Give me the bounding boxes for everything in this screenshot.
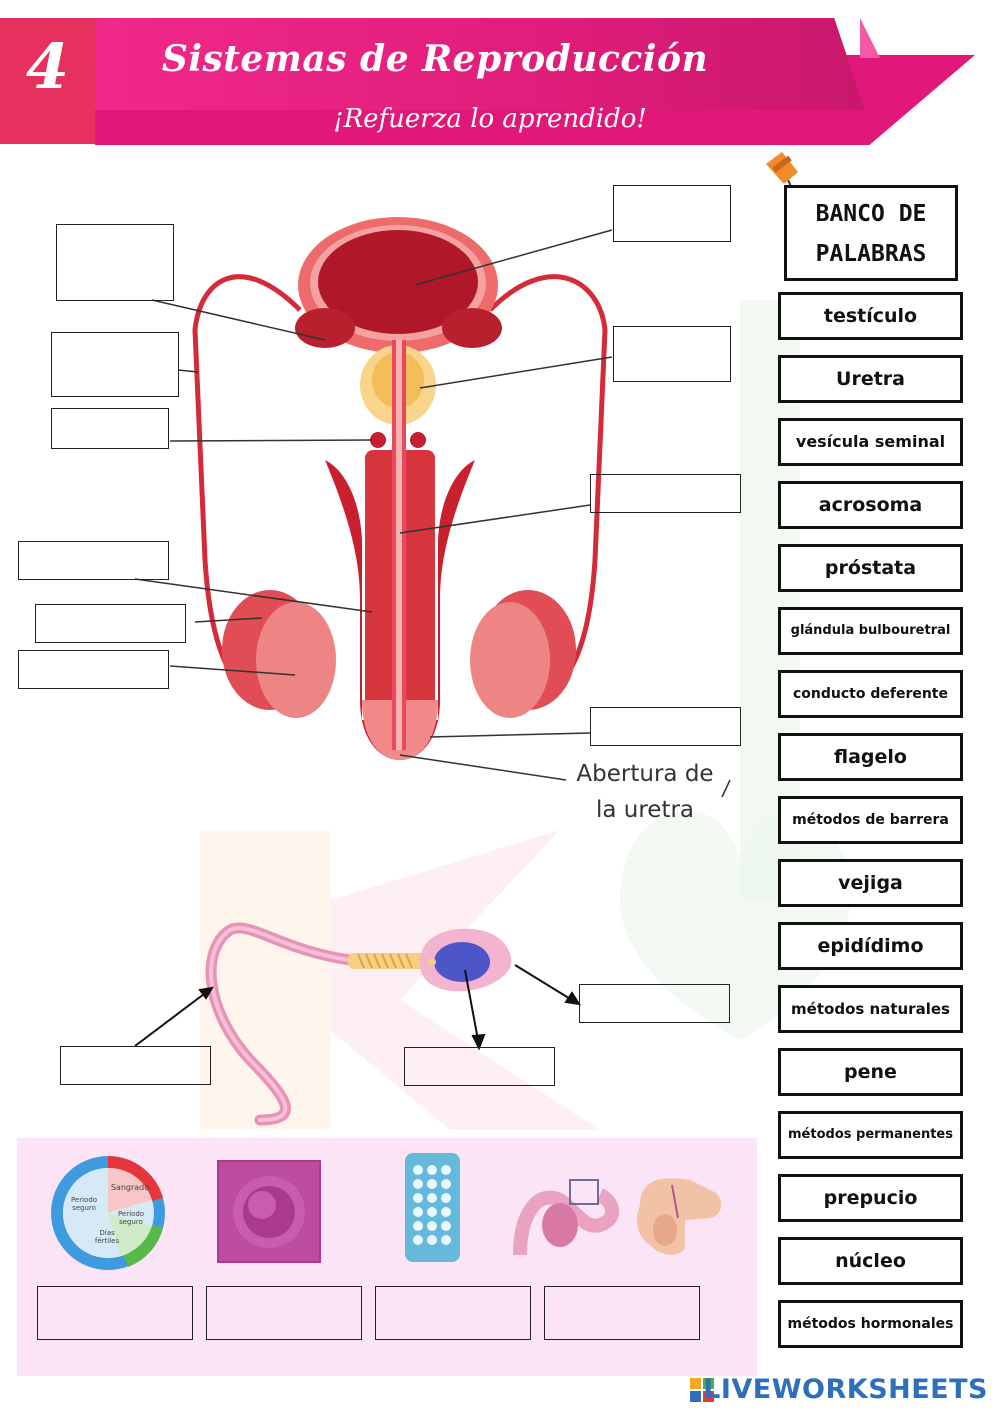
page-title: Sistemas de Reproducción (161, 38, 709, 80)
seminal-vesicle-left (295, 308, 355, 348)
answer-box-testicle[interactable] (18, 650, 169, 689)
answer-box-barrier-methods[interactable] (206, 1286, 362, 1340)
answer-box-hormonal-methods[interactable] (375, 1286, 531, 1340)
pill-pack-image (405, 1153, 460, 1262)
urethra-opening-caption: Abertura de la uretra (560, 756, 730, 828)
bulbourethral-gland-right (410, 432, 426, 448)
calendar-label-periodo-a: Periodo seguro (70, 1196, 98, 1212)
sterilization-female-image (513, 1179, 619, 1256)
word-bank-title-line-2: PALABRAS (815, 241, 927, 267)
word-bank-item[interactable]: vejiga (778, 859, 963, 907)
lesson-number: 4 (25, 30, 70, 103)
bladder-inner (318, 230, 478, 334)
word-bank-item[interactable]: pene (778, 1048, 963, 1096)
caption-line-2: la uretra (595, 797, 695, 823)
word-bank-item[interactable]: Uretra (778, 355, 963, 403)
penis-shaft (325, 460, 475, 760)
answer-box-bladder[interactable] (613, 185, 731, 242)
word-bank-item[interactable]: próstata (778, 544, 963, 592)
condom-image (217, 1160, 321, 1263)
word-bank-item[interactable]: núcleo (778, 1237, 963, 1285)
answer-box-permanent-methods[interactable] (544, 1286, 700, 1340)
answer-box-penis[interactable] (18, 541, 169, 580)
word-bank-item[interactable]: flagelo (778, 733, 963, 781)
word-bank-item[interactable]: conducto deferente (778, 670, 963, 718)
answer-box-bulbourethral[interactable] (51, 408, 169, 449)
word-bank-item[interactable]: métodos permanentes (778, 1111, 963, 1159)
word-bank-item[interactable]: testículo (778, 292, 963, 340)
word-bank-item[interactable]: vesícula seminal (778, 418, 963, 466)
word-bank-item[interactable]: epidídimo (778, 922, 963, 970)
calendar-method-image (51, 1156, 165, 1270)
word-bank-item[interactable]: prepucio (778, 1174, 963, 1222)
answer-box-acrosome[interactable] (579, 984, 730, 1023)
answer-box-epididymis[interactable] (35, 604, 186, 643)
answer-box-prostate[interactable] (613, 326, 731, 382)
testicle-right (470, 602, 550, 718)
caption-line-1: Abertura de (576, 761, 714, 787)
footer-brand: LIVEWORKSHEETS (703, 1374, 988, 1405)
word-bank-title-line-1: BANCO DE (815, 201, 927, 227)
calendar-label-fertiles: Días fértiles (94, 1229, 120, 1245)
answer-box-prepuce[interactable] (590, 707, 741, 746)
sperm-midpiece (348, 953, 430, 969)
seminal-vesicle-right (442, 308, 502, 348)
calendar-label-periodo-b: Periodo seguro (117, 1210, 145, 1226)
header-number-block (0, 18, 95, 144)
word-bank-item[interactable]: métodos hormonales (778, 1300, 963, 1348)
sterilization-male-image (637, 1178, 722, 1255)
calendar-label-sangrado: Sangrado (110, 1183, 150, 1192)
bulbourethral-gland-left (370, 432, 386, 448)
answer-box-urethra[interactable] (590, 474, 741, 513)
answer-box-seminal-vesicle[interactable] (56, 224, 174, 301)
sperm-arrows (134, 964, 582, 1051)
testicle-left (256, 602, 336, 718)
answer-box-flagellum[interactable] (60, 1046, 211, 1085)
word-bank-item[interactable]: métodos de barrera (778, 796, 963, 844)
word-bank-item[interactable]: glándula bulbouretral (778, 607, 963, 655)
header-title-band (95, 18, 865, 110)
sperm-nucleus (434, 942, 490, 982)
answer-box-natural-methods[interactable] (37, 1286, 193, 1340)
word-bank-item[interactable]: métodos naturales (778, 985, 963, 1033)
liveworksheets-logo-icon (690, 1378, 714, 1402)
word-bank-title: BANCO DE PALABRAS (784, 185, 958, 281)
word-bank-item[interactable]: acrosoma (778, 481, 963, 529)
answer-box-nucleus[interactable] (404, 1047, 555, 1086)
page-subtitle: ¡Refuerza lo aprendido! (333, 104, 647, 134)
answer-box-vas-deferens[interactable] (51, 332, 179, 397)
leader-lines (134, 229, 731, 798)
